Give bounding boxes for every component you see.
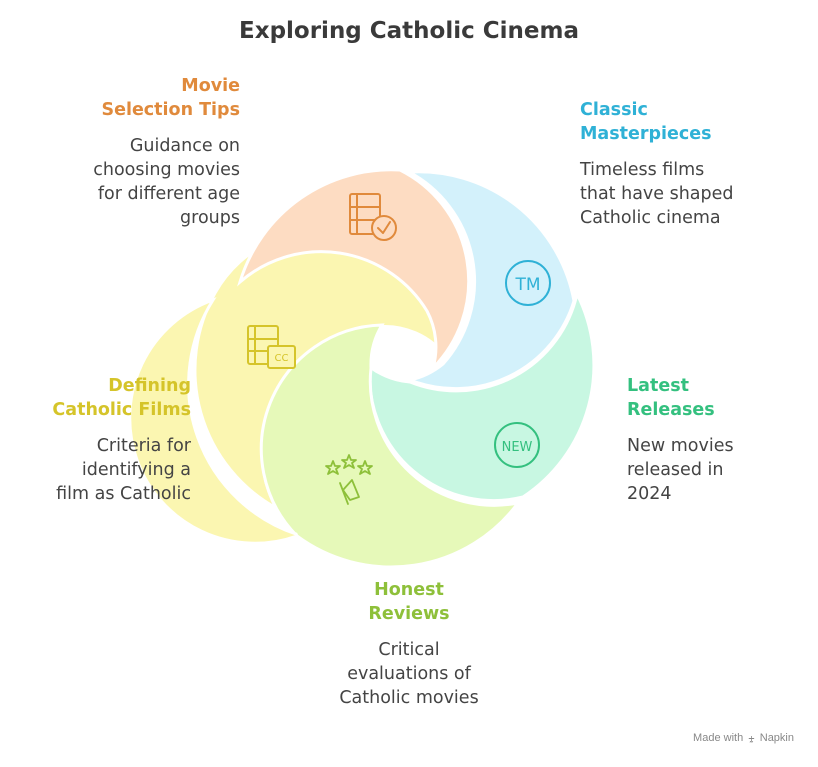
film-cc-icon-text: CC (275, 353, 289, 364)
napkin-logo-icon: ⨦ (748, 732, 755, 744)
trademark-icon: TM (505, 260, 551, 306)
film-cc-icon: CC (247, 325, 296, 369)
segment-define-overlap (128, 297, 300, 545)
segment-classic (403, 170, 576, 391)
made-with-text: Made with (693, 732, 744, 744)
segment-honest-shape (259, 323, 522, 569)
new-badge-icon-text: NEW (502, 440, 533, 455)
stars-flag-icon (325, 454, 373, 505)
brand-name: Napkin (759, 732, 794, 744)
segment-honest (259, 323, 522, 569)
segment-classic-shape (403, 170, 576, 391)
made-with-footer[interactable]: Made with ⨦ Napkin (693, 732, 794, 745)
diagram-title: Exploring Catholic Cinema (239, 18, 579, 44)
segment-tips (237, 168, 471, 370)
new-badge-icon: NEW (494, 422, 540, 468)
film-check-icon (349, 193, 397, 241)
segment-tips-shape (237, 168, 471, 370)
trademark-icon-text: TM (514, 275, 540, 295)
